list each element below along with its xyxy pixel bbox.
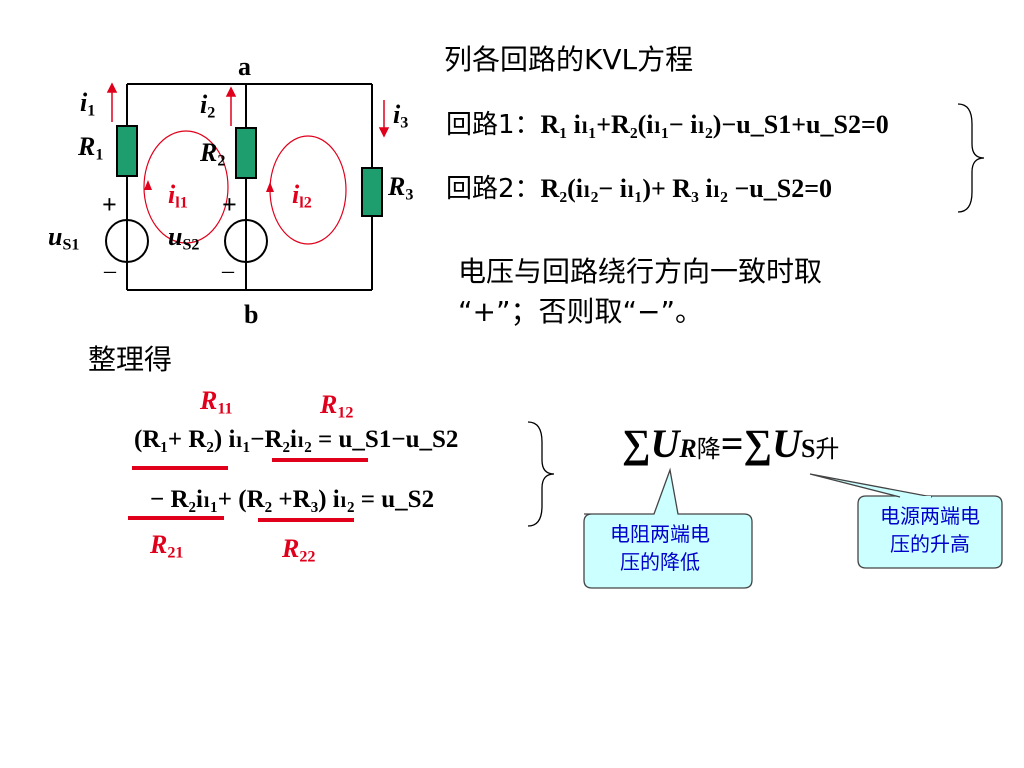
loop1-equation: R₁ iₗ₁+R₂(iₗ₁− iₗ₂)−u_S1+u_S2=0 [540,110,889,139]
loop1-label: 回路1： [446,110,541,140]
underline-r12 [272,458,368,462]
sign-rule-line1: 电压与回路绕行方向一致时取 [458,255,823,288]
label-us1: uS1 [48,222,80,254]
left-brace [527,421,555,527]
resistor-r3 [361,167,383,217]
organized-equation-1: (R₁+ R₂) iₗ₁−R₂iₗ₂ = u_S1−u_S2 [134,426,459,453]
coef-r12: R12 [320,390,354,422]
label-r3: R3 [388,172,414,204]
loop1-equation-row: 回路1：R₁ iₗ₁+R₂(iₗ₁− iₗ₂)−u_S1+u_S2=0 [446,104,889,141]
circuit-diagram [105,82,390,291]
resistor-r1 [116,125,138,177]
coef-r11: R11 [200,386,233,418]
kvl-heading: 列各回路的KVL方程 [444,43,694,76]
organized-equation-2: − R₂iₗ₁+ (R₂ +R₃) iₗ₂ = u_S2 [150,486,435,513]
underline-r21 [128,516,224,520]
label-r2: R2 [200,138,226,170]
label-il2: il2 [292,180,312,212]
label-il1: il1 [168,180,188,212]
callout-shapes [583,467,1003,589]
circuit-wires [126,83,373,291]
loop2-label: 回路2： [446,174,541,204]
loop2-equation: R₂(iₗ₂− iₗ₁)+ R₃ iₗ₂ −u_S2=0 [540,174,833,203]
loop-il1 [143,130,229,244]
node-b-label: b [244,300,259,329]
resistor-r2 [235,127,257,179]
underline-r11 [132,466,228,470]
callout-resistor-drop: 电阻两端电 压的降低 [610,522,710,574]
loop2-equation-row: 回路2：R₂(iₗ₂− iₗ₁)+ R₃ iₗ₂ −u_S2=0 [446,168,832,205]
label-us2: uS2 [168,222,200,254]
plus-us2: + [222,190,237,219]
right-brace [957,103,985,213]
current-arrows [106,82,390,138]
plus-us1: + [102,190,117,219]
summary-formula: ∑UR降=∑US升 [622,421,840,466]
arrange-label: 整理得 [88,343,173,376]
minus-us1: – [104,258,116,284]
label-i1: i1 [80,88,96,120]
minus-us2: – [222,258,234,284]
label-r1: R1 [78,132,104,164]
coef-r21: R21 [150,530,184,562]
coef-r22: R22 [282,534,316,566]
sign-rule-line2: “+”；否则取“−”。 [458,295,703,328]
label-i3: i3 [393,100,409,132]
underline-r22 [258,518,354,522]
node-a-label: a [238,52,251,81]
callout-source-rise: 电源两端电 压的升高 [880,504,980,556]
label-i2: i2 [200,90,216,122]
